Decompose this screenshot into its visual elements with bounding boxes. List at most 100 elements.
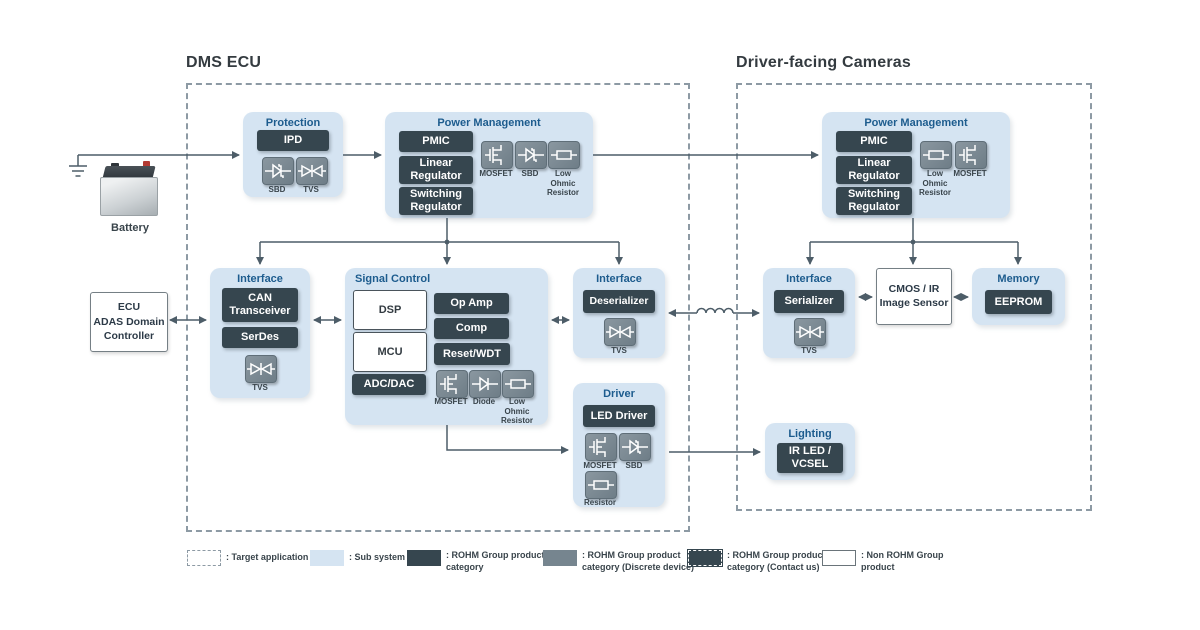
mosfet-icon: [585, 433, 617, 461]
eeprom-block: EEPROM: [985, 290, 1052, 314]
cmos-label-line2: Image Sensor: [879, 296, 949, 309]
interface-can-group: Interface CAN Transceiver SerDes TVS: [210, 268, 310, 398]
resistor-icon: [502, 370, 534, 398]
linear-regulator-block: Linear Regulator: [399, 156, 473, 184]
serdes-block: SerDes: [222, 327, 298, 348]
sbd-diode-icon: [262, 157, 294, 185]
interface-deserializer-group: Interface Deserializer TVS: [573, 268, 665, 358]
tvs-caption: TVS: [252, 383, 268, 392]
lighting-title: Lighting: [788, 428, 832, 440]
deserializer-block: Deserializer: [583, 290, 655, 313]
legend-contact-swatch: [687, 549, 723, 567]
pmic-block: PMIC: [836, 131, 912, 152]
resistor-icon: [920, 141, 952, 169]
switching-regulator-block: Switching Regulator: [836, 187, 912, 215]
mosfet-icon: [481, 141, 513, 169]
sbd-diode-icon: [515, 141, 547, 169]
comp-block: Comp: [434, 318, 509, 339]
sbd-caption: SBD: [625, 461, 643, 470]
legend-rohm-label: : ROHM Group product category: [446, 550, 545, 572]
driver-title: Driver: [603, 388, 635, 400]
adc-dac-block: ADC/DAC: [352, 374, 426, 395]
tvs-diode-icon: [296, 157, 328, 185]
legend-discrete-label: : ROHM Group product category (Discrete …: [582, 550, 695, 572]
diode-caption: Diode: [472, 397, 496, 406]
resistor-icon: [585, 471, 617, 499]
mosfet-caption: MOSFET: [434, 397, 468, 406]
legend-discrete-swatch: [543, 550, 577, 566]
ecu-label: ECU: [117, 301, 141, 314]
mosfet-caption: MOSFET: [479, 169, 513, 178]
sbd-caption: SBD: [268, 185, 286, 194]
protection-title: Protection: [265, 117, 321, 129]
dms-ecu-region: [186, 83, 690, 532]
battery-terminal-positive: [143, 161, 150, 168]
serializer-block: Serializer: [774, 290, 844, 313]
led-driver-block: LED Driver: [583, 405, 655, 427]
power-management-right-title: Power Management: [864, 117, 968, 129]
legend-target-label: : Target application: [226, 552, 309, 562]
reset-wdt-block: Reset/WDT: [434, 343, 510, 365]
dms-ecu-title: DMS ECU: [186, 54, 262, 71]
dsp-block: DSP: [353, 290, 427, 330]
diode-icon: [469, 370, 501, 398]
interface-deserializer-title: Interface: [596, 273, 642, 285]
interface-can-title: Interface: [237, 273, 283, 285]
tvs-caption: TVS: [611, 346, 627, 355]
mcu-block: MCU: [353, 332, 427, 372]
tvs-diode-icon: [794, 318, 826, 346]
legend-contact-label: : ROHM Group product category (Contact u…: [727, 550, 826, 572]
mosfet-icon: [436, 370, 468, 398]
tvs-caption: TVS: [801, 346, 817, 355]
legend-rohm-swatch: [407, 550, 441, 566]
ir-led-vcsel-block: IR LED / VCSEL: [777, 443, 843, 473]
sbd-caption: SBD: [521, 169, 539, 178]
tvs-diode-icon: [604, 318, 636, 346]
legend-non-rohm-label: : Non ROHM Group product: [861, 550, 944, 572]
memory-title: Memory: [997, 273, 1040, 285]
ecu-adas-domain-controller-box: ECU ADAS Domain Controller: [90, 292, 168, 352]
cable-coil-icon: [696, 307, 734, 314]
low-ohmic-resistor-caption: Low Ohmic Resistor: [546, 169, 579, 198]
battery-body: [100, 177, 158, 216]
pmic-block: PMIC: [399, 131, 473, 152]
legend-sub-label: : Sub system: [349, 552, 406, 562]
protection-group: Protection IPD SBD TVS: [243, 112, 343, 197]
mosfet-caption: MOSFET: [583, 461, 617, 470]
lighting-group: Lighting IR LED / VCSEL: [765, 423, 855, 480]
battery-image: [96, 156, 164, 218]
linear-regulator-block: Linear Regulator: [836, 156, 912, 184]
interface-serializer-group: Interface Serializer TVS: [763, 268, 855, 358]
power-management-right-group: Power Management PMIC Linear Regulator S…: [822, 112, 1010, 218]
legend-target-swatch: [187, 550, 221, 566]
signal-control-group: Signal Control DSP MCU ADC/DAC Op Amp Co…: [345, 268, 548, 425]
tvs-caption: TVS: [303, 185, 319, 194]
driver-facing-cameras-region: [736, 83, 1092, 511]
op-amp-block: Op Amp: [434, 293, 509, 314]
tvs-diode-icon: [245, 355, 277, 383]
driver-facing-cameras-title: Driver-facing Cameras: [736, 54, 911, 71]
adas-domain-controller-label: ADAS Domain Controller: [93, 316, 165, 342]
interface-serializer-title: Interface: [786, 273, 832, 285]
memory-group: Memory EEPROM: [972, 268, 1065, 325]
sbd-diode-icon: [619, 433, 651, 461]
legend-sub-swatch: [310, 550, 344, 566]
power-management-left-group: Power Management PMIC Linear Regulator S…: [385, 112, 593, 218]
cmos-ir-image-sensor-box: CMOS / IR Image Sensor: [876, 268, 952, 325]
resistor-icon: [548, 141, 580, 169]
low-ohmic-resistor-caption: Low Ohmic Resistor: [918, 169, 951, 198]
ground-icon: [69, 155, 87, 177]
power-management-left-title: Power Management: [437, 117, 541, 129]
signal-control-title: Signal Control: [355, 273, 431, 285]
mosfet-icon: [955, 141, 987, 169]
battery-label: Battery: [111, 222, 149, 234]
can-transceiver-block: CAN Transceiver: [222, 288, 298, 322]
driver-group: Driver LED Driver MOSFET SBD Resistor: [573, 383, 665, 507]
mosfet-caption: MOSFET: [953, 169, 987, 178]
ipd-block: IPD: [257, 130, 329, 151]
legend-non-rohm-swatch: [822, 550, 856, 566]
low-ohmic-resistor-caption: Low Ohmic Resistor: [500, 397, 533, 426]
switching-regulator-block: Switching Regulator: [399, 187, 473, 215]
